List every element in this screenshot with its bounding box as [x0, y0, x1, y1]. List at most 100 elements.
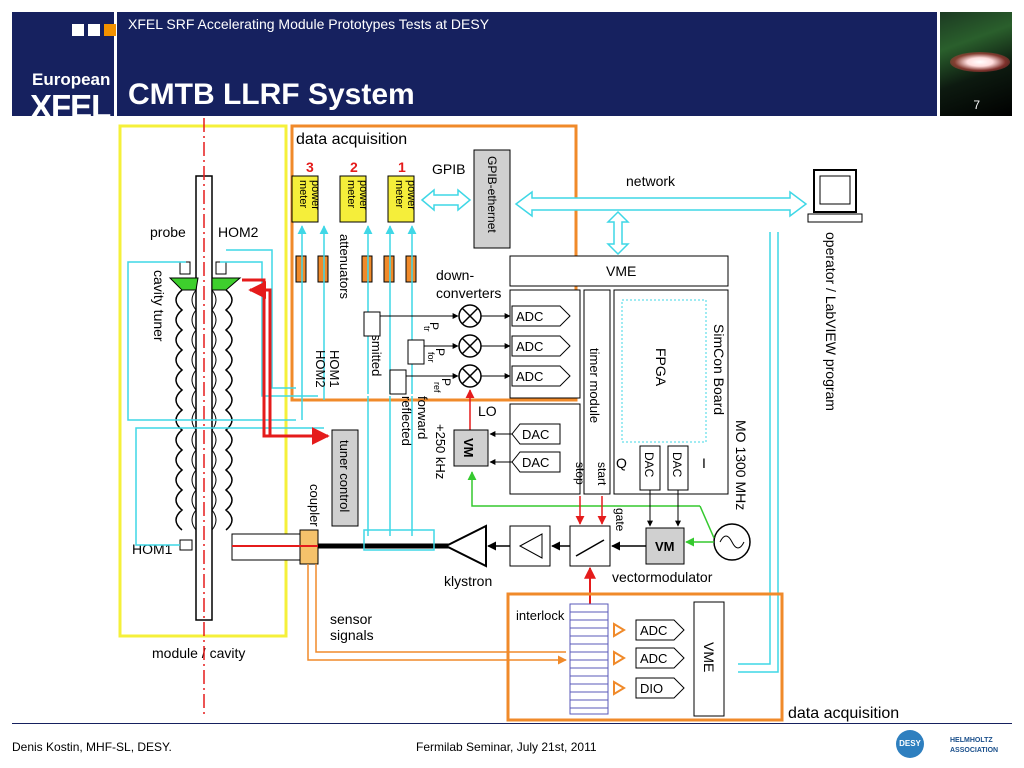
p-for-label: P: [433, 348, 447, 356]
operator-vertical-link: [738, 232, 779, 673]
mo-sine: [719, 535, 745, 549]
cavity-tuner-label: cavity tuner: [151, 270, 167, 342]
logo-line1: European: [32, 70, 111, 89]
probe-cable: [127, 261, 296, 421]
adc-shape-top-3: [511, 365, 571, 387]
daq-bottom-label: data acquisition: [788, 705, 899, 722]
power-label-2: power: [357, 180, 369, 210]
hom2-coupler-right: [215, 261, 227, 275]
adc-bottom-1: ADC: [635, 619, 685, 641]
timer-module-box: [583, 289, 611, 495]
cavity-cells-inner-right: [211, 289, 217, 531]
dac-label-1: DAC: [522, 427, 549, 442]
monitor-screen: [819, 175, 851, 205]
orange-arrow-2: [613, 650, 626, 666]
power-meter-box-2: [339, 175, 367, 223]
orange-arrow-3: [613, 680, 626, 696]
tuner-red-return: [248, 281, 272, 436]
p-for-sub: for: [426, 352, 436, 363]
dac-q-label: DAC: [642, 452, 656, 478]
dac-shape-1: [511, 423, 561, 445]
lo-green-line: [467, 471, 700, 507]
meter-label-2: meter: [345, 180, 357, 208]
timer-module-label: timer module: [587, 348, 602, 423]
vm-bottom-box: [645, 527, 685, 565]
meter-number-2: 2: [350, 159, 358, 175]
mixer-cross-1: [461, 307, 479, 325]
splitter-3: [389, 369, 407, 395]
sensor-signals-label-1: sensor: [330, 611, 372, 627]
vme-bottom-box: [693, 601, 725, 717]
adc-top-1: ADC: [511, 305, 571, 327]
dac-2: DAC: [511, 451, 561, 473]
dac-label-2: DAC: [522, 455, 549, 470]
network-vme-arrow: [606, 210, 630, 256]
vm-bottom-label: VM: [655, 539, 675, 554]
footer-event: Fermilab Seminar, July 21st, 2011: [416, 740, 597, 754]
dac-i-label: DAC: [670, 452, 684, 478]
header-band: [117, 12, 937, 116]
cavity-cells-right: [224, 289, 233, 531]
i-label: I: [702, 455, 706, 471]
p-tr-label: P: [427, 322, 441, 330]
corner-glow: [950, 52, 1010, 72]
logo-line2: XFEL: [30, 88, 111, 125]
klystron-label: klystron: [444, 573, 492, 589]
sensor-signals-label-2: signals: [330, 627, 374, 643]
helmholtz-line1: HELMHOLTZ: [950, 737, 993, 744]
adc-bottom-2: ADC: [635, 647, 685, 669]
gpib-arrow: [420, 188, 472, 212]
adc-label-top-3: ADC: [516, 369, 543, 384]
power-label-1: power: [405, 180, 417, 210]
power-meter-box-3: [291, 175, 319, 223]
hom2-label: HOM2: [218, 224, 259, 240]
slide-title: CMTB LLRF System: [128, 78, 415, 111]
vm-top-box: [453, 429, 489, 467]
helmholtz-logo: HELMHOLTZ ASSOCIATION: [934, 730, 1014, 760]
p-ref-label: P: [439, 378, 453, 386]
dac-shape-2: [511, 451, 561, 473]
reflected-label: reflected: [399, 396, 414, 446]
network-label: network: [626, 173, 676, 189]
power-meter-3: 3: [291, 159, 319, 223]
interlock-label: interlock: [516, 608, 565, 623]
tuner-control-box: [331, 429, 359, 527]
interlock-stack-lines: [570, 611, 608, 709]
switch-blade: [575, 539, 605, 557]
p-tr-sub: tr: [422, 326, 432, 332]
logo-square-3: [104, 24, 116, 36]
attenuator-5: [405, 255, 417, 283]
plus250-label: +250 kHz: [433, 424, 448, 479]
gpib-label: GPIB: [432, 161, 465, 177]
down-converters-label-1: down-: [436, 267, 474, 283]
network-arrow: [514, 190, 808, 218]
splitter-1: [363, 311, 381, 337]
dio-bottom: DIO: [635, 677, 685, 699]
xfel-logo: European XFEL: [12, 12, 116, 125]
vectormodulator-label: vectormodulator: [612, 569, 713, 585]
desy-logo: DESY: [896, 730, 924, 758]
dio-shape: [635, 677, 685, 699]
daq-top-label: data acquisition: [296, 131, 407, 148]
adc-label-bottom-1: ADC: [640, 623, 667, 638]
mixer-cross-3: [461, 367, 479, 385]
p-ref-sub: ref: [432, 382, 442, 393]
meter-label-1: meter: [393, 180, 405, 208]
hom2-coupler-left: [179, 261, 191, 275]
logo-square-1: [72, 24, 84, 36]
dac-1: DAC: [511, 423, 561, 445]
gate-label: gate: [613, 508, 627, 532]
adc-shape-top-1: [511, 305, 571, 327]
hom1-vertical-label: HOM1: [327, 350, 342, 388]
attenuator-4: [383, 255, 395, 283]
module-cavity-label: module / cavity: [152, 645, 245, 661]
fpga-label: FPGA: [653, 348, 669, 387]
simcon-label: SimCon Board: [711, 324, 727, 415]
mo-label: MO 1300 MHz: [733, 420, 749, 510]
attenuators-label: attenuators: [337, 234, 352, 300]
adc-shape-bottom-2: [635, 647, 685, 669]
tuner-flange-left: [168, 277, 199, 291]
vme-top-header: [509, 255, 729, 287]
tuner-control-label: tuner control: [337, 440, 352, 512]
